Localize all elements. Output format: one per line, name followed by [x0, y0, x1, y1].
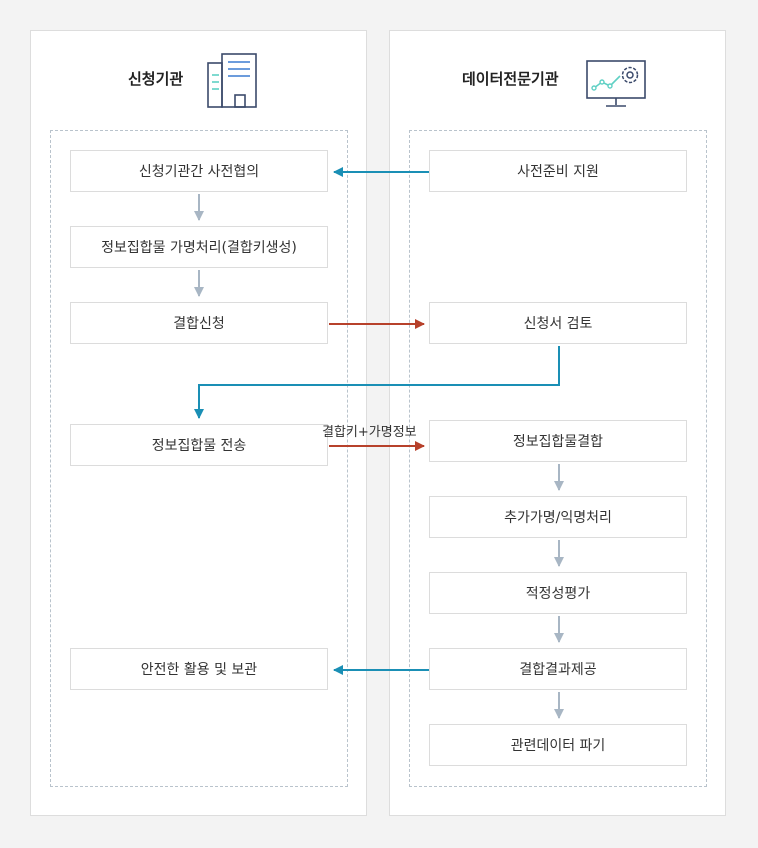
step-dataset-transfer: 정보집합물 전송	[70, 424, 328, 466]
monitor-gear-icon	[586, 60, 646, 107]
step-pseudonymization: 정보집합물 가명처리(결합키생성)	[70, 226, 328, 268]
agency-process-container	[409, 130, 707, 787]
step-additional-anonymization: 추가가명/익명처리	[429, 496, 687, 538]
step-result-provision: 결합결과제공	[429, 648, 687, 690]
applicant-panel-title: 신청기관	[128, 70, 184, 88]
step-dataset-combination: 정보집합물결합	[429, 420, 687, 462]
step-data-destruction: 관련데이터 파기	[429, 724, 687, 766]
step-application-review: 신청서 검토	[429, 302, 687, 344]
step-safe-use-storage: 안전한 활용 및 보관	[70, 648, 328, 690]
step-adequacy-evaluation: 적정성평가	[429, 572, 687, 614]
applicant-process-container	[50, 130, 348, 787]
arrow-r2-l4	[194, 346, 560, 419]
data-agency-panel-title: 데이터전문기관	[462, 70, 559, 88]
step-prior-consultation: 신청기관간 사전협의	[70, 150, 328, 192]
step-preparation-support: 사전준비 지원	[429, 150, 687, 192]
building-icon	[207, 53, 257, 108]
step-combine-request: 결합신청	[70, 302, 328, 344]
edge-label-key-pseudonym: 결합키+가명정보	[322, 425, 417, 440]
